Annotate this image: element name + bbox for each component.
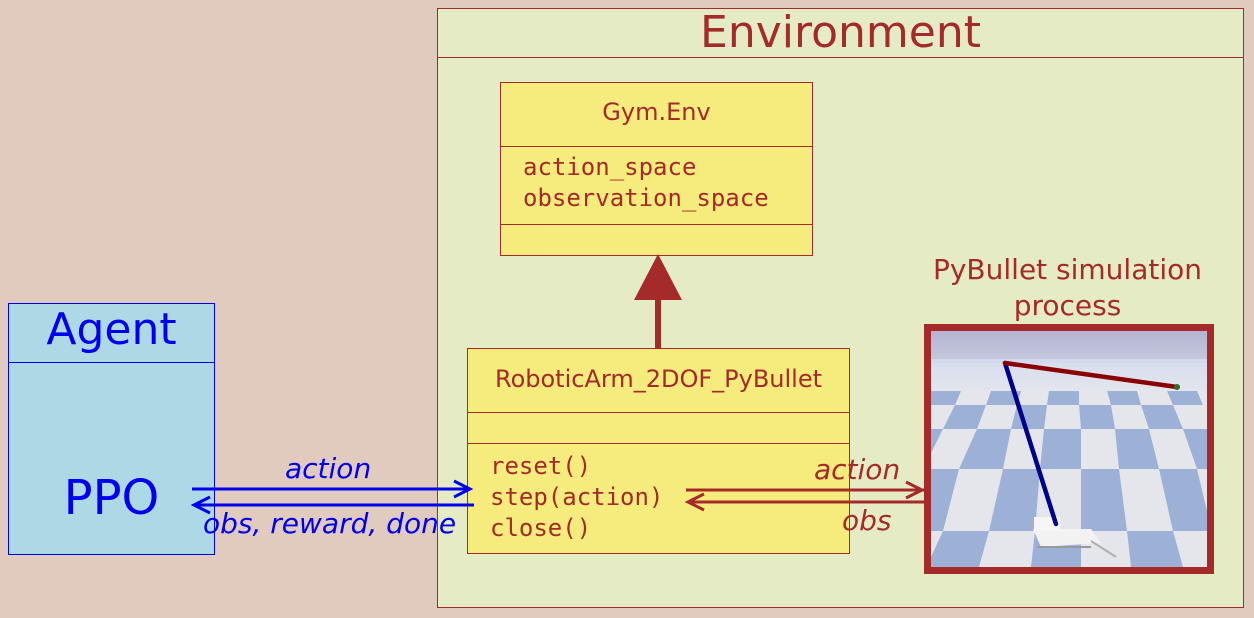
pybullet-title-line1: PyBullet simulation bbox=[932, 253, 1203, 286]
method-step: step(action) bbox=[490, 483, 664, 511]
gym-env-attributes: action_space observation_space bbox=[501, 147, 812, 225]
environment-header: Environment bbox=[438, 9, 1243, 58]
method-reset: reset() bbox=[490, 452, 592, 480]
inheritance-arrow bbox=[634, 254, 682, 348]
pybullet-simulation-view bbox=[924, 324, 1214, 574]
pybullet-title: PyBullet simulation process bbox=[905, 252, 1230, 324]
sim-obs-label: obs bbox=[842, 504, 892, 537]
robotic-arm-class-name: RoboticArm_2DOF_PyBullet bbox=[468, 349, 849, 413]
robotic-arm-attributes bbox=[468, 413, 849, 444]
robotic-arm-methods: reset() step(action) close() bbox=[468, 444, 849, 544]
agent-action-arrow bbox=[192, 479, 474, 499]
pybullet-title-line2: process bbox=[1013, 289, 1122, 322]
sim-action-arrow bbox=[686, 480, 926, 500]
gym-env-class-name: Gym.Env bbox=[501, 83, 812, 147]
checker-floor bbox=[931, 391, 1207, 567]
simulation-render bbox=[931, 331, 1207, 567]
agent-container: Agent PPO bbox=[8, 303, 215, 555]
robotic-arm-class: RoboticArm_2DOF_PyBullet reset() step(ac… bbox=[467, 348, 850, 554]
env-obs-arrow bbox=[190, 495, 474, 515]
robot-base bbox=[1033, 517, 1117, 558]
gym-env-class: Gym.Env action_space observation_space bbox=[500, 82, 813, 256]
sim-action-label: action bbox=[814, 453, 901, 486]
agent-header: Agent bbox=[9, 304, 214, 363]
method-close: close() bbox=[490, 514, 592, 542]
robot-arm bbox=[1002, 360, 1180, 527]
environment-title: Environment bbox=[700, 7, 981, 58]
agent-obs-label: obs, reward, done bbox=[203, 507, 457, 540]
agent-title: Agent bbox=[46, 304, 177, 355]
attribute-action-space: action_space bbox=[523, 153, 697, 181]
ppo-label: PPO bbox=[63, 470, 160, 526]
sim-obs-arrow bbox=[684, 492, 924, 512]
agent-action-label: action bbox=[285, 452, 372, 485]
attribute-observation-space: observation_space bbox=[523, 184, 769, 212]
